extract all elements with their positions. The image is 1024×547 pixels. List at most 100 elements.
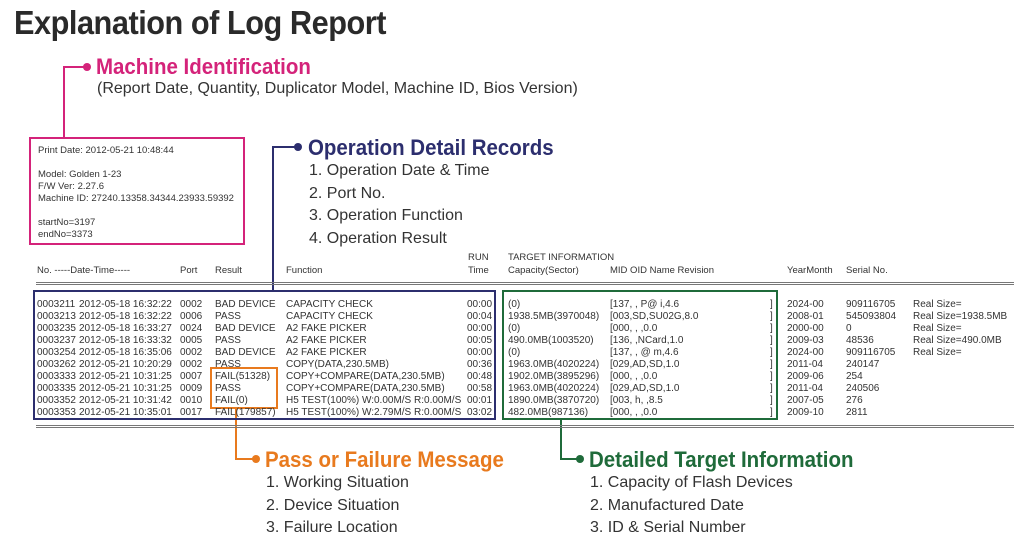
cell-no: 0003211 [37, 299, 76, 310]
cell-no: 0003352 [37, 395, 76, 406]
cell-port: 0009 [180, 383, 203, 394]
cell-mid: [003, h, ,8.5 [610, 395, 663, 406]
pass-failure-heading: Pass or Failure Message [265, 447, 504, 472]
target-info-item: 2. Manufactured Date [590, 496, 744, 514]
cell-result: PASS [215, 335, 241, 346]
cell-dt: 2012-05-21 10:20:29 [79, 359, 172, 370]
cell-serial: 2811 [846, 407, 868, 418]
cell-no: 0003235 [37, 323, 76, 334]
print-info-box: Print Date: 2012-05-21 10:48:44 Model: G… [29, 137, 245, 245]
operation-records-box [33, 290, 496, 420]
cell-result: FAIL(179857) [215, 407, 276, 418]
header-port: Port [180, 265, 198, 276]
operation-records-heading: Operation Detail Records [308, 135, 554, 160]
print-date: Print Date: 2012-05-21 10:48:44 [38, 145, 174, 156]
cell-result: FAIL(0) [215, 395, 248, 406]
cell-mid: [029,AD,SD,1.0 [610, 359, 680, 370]
target-info-heading: Detailed Target Information [589, 447, 854, 472]
header-target-info: TARGET INFORMATION [508, 252, 615, 263]
header-time: Time [468, 265, 489, 276]
cell-cap: 1902.0MB(3895296) [508, 371, 600, 382]
cell-mid: [000, , ,0.0 [610, 371, 658, 382]
cell-ym: 2024-00 [787, 347, 824, 358]
cell-time: 00:00 [467, 347, 493, 358]
double-rule-bottom [36, 425, 1014, 428]
cell-br: ] [770, 395, 773, 406]
cell-real: Real Size=490.0MB [913, 335, 1002, 346]
pass-failure-item: 3. Failure Location [266, 519, 398, 537]
cell-result: PASS [215, 383, 241, 394]
cell-dt: 2012-05-21 10:31:25 [79, 383, 172, 394]
cell-result: PASS [215, 359, 241, 370]
cell-cap: 1938.5MB(3970048) [508, 311, 600, 322]
cell-br: ] [770, 335, 773, 346]
cell-result: PASS [215, 311, 241, 322]
cell-time: 00:01 [467, 395, 493, 406]
cell-time: 00:48 [467, 371, 493, 382]
cell-func: A2 FAKE PICKER [286, 347, 367, 358]
cell-func: COPY+COMPARE(DATA,230.5MB) [286, 383, 445, 394]
cell-dt: 2012-05-18 16:33:32 [79, 335, 172, 346]
cell-cap: (0) [508, 323, 521, 334]
machine-id: Machine ID: 27240.13358.34344.23933.5939… [38, 193, 234, 204]
cell-ym: 2024-00 [787, 299, 824, 310]
cell-br: ] [770, 371, 773, 382]
cell-result: BAD DEVICE [215, 323, 276, 334]
cell-ym: 2011-04 [787, 383, 823, 394]
model: Model: Golden 1-23 [38, 169, 122, 180]
header-yearmonth: YearMonth [787, 265, 833, 276]
cell-real: Real Size= [913, 347, 962, 358]
cell-no: 0003335 [37, 383, 76, 394]
cell-no: 0003237 [37, 335, 76, 346]
cell-no: 0003262 [37, 359, 76, 370]
cell-serial: 240506 [846, 383, 880, 394]
cell-br: ] [770, 359, 773, 370]
cell-cap: 482.0MB(987136) [508, 407, 589, 418]
firmware-version: F/W Ver: 2.27.6 [38, 181, 104, 192]
cell-ym: 2009-06 [787, 371, 824, 382]
header-serial: Serial No. [846, 265, 888, 276]
cell-port: 0002 [180, 347, 203, 358]
cell-ym: 2009-10 [787, 407, 824, 418]
cell-no: 0003254 [37, 347, 76, 358]
cell-no: 0003333 [37, 371, 76, 382]
cell-func: CAPACITY CHECK [286, 311, 373, 322]
cell-dt: 2012-05-21 10:31:25 [79, 371, 172, 382]
cell-cap: (0) [508, 347, 521, 358]
cell-port: 0007 [180, 371, 203, 382]
cell-serial: 48536 [846, 335, 874, 346]
cell-mid: [000, , ,0.0 [610, 407, 658, 418]
cell-ym: 2008-01 [787, 311, 824, 322]
cell-br: ] [770, 347, 773, 358]
pass-failure-list: 1. Working Situation 2. Device Situation… [266, 472, 409, 540]
cell-port: 0002 [180, 299, 203, 310]
machine-identification-subtitle: (Report Date, Quantity, Duplicator Model… [97, 80, 578, 97]
cell-time: 00:00 [467, 299, 493, 310]
cell-cap: 1963.0MB(4020224) [508, 359, 600, 370]
cell-br: ] [770, 407, 773, 418]
cell-mid: [137, , P@ i,4.6 [610, 299, 680, 310]
cell-time: 00:00 [467, 323, 493, 334]
cell-real: Real Size= [913, 299, 962, 310]
cell-ym: 2007-05 [787, 395, 824, 406]
cell-real: Real Size=1938.5MB [913, 311, 1008, 322]
header-function: Function [286, 265, 323, 276]
target-info-item: 3. ID & Serial Number [590, 519, 746, 537]
cell-func: A2 FAKE PICKER [286, 335, 367, 346]
cell-dt: 2012-05-18 16:35:06 [79, 347, 172, 358]
cell-port: 0017 [180, 407, 203, 418]
cell-dt: 2012-05-18 16:32:22 [79, 299, 172, 310]
fail-highlight-box [210, 367, 278, 409]
cell-time: 00:58 [467, 383, 493, 394]
cell-cap: 490.0MB(1003520) [508, 335, 594, 346]
cell-serial: 254 [846, 371, 863, 382]
cell-result: FAIL(51328) [215, 371, 271, 382]
target-info-box [502, 290, 778, 420]
